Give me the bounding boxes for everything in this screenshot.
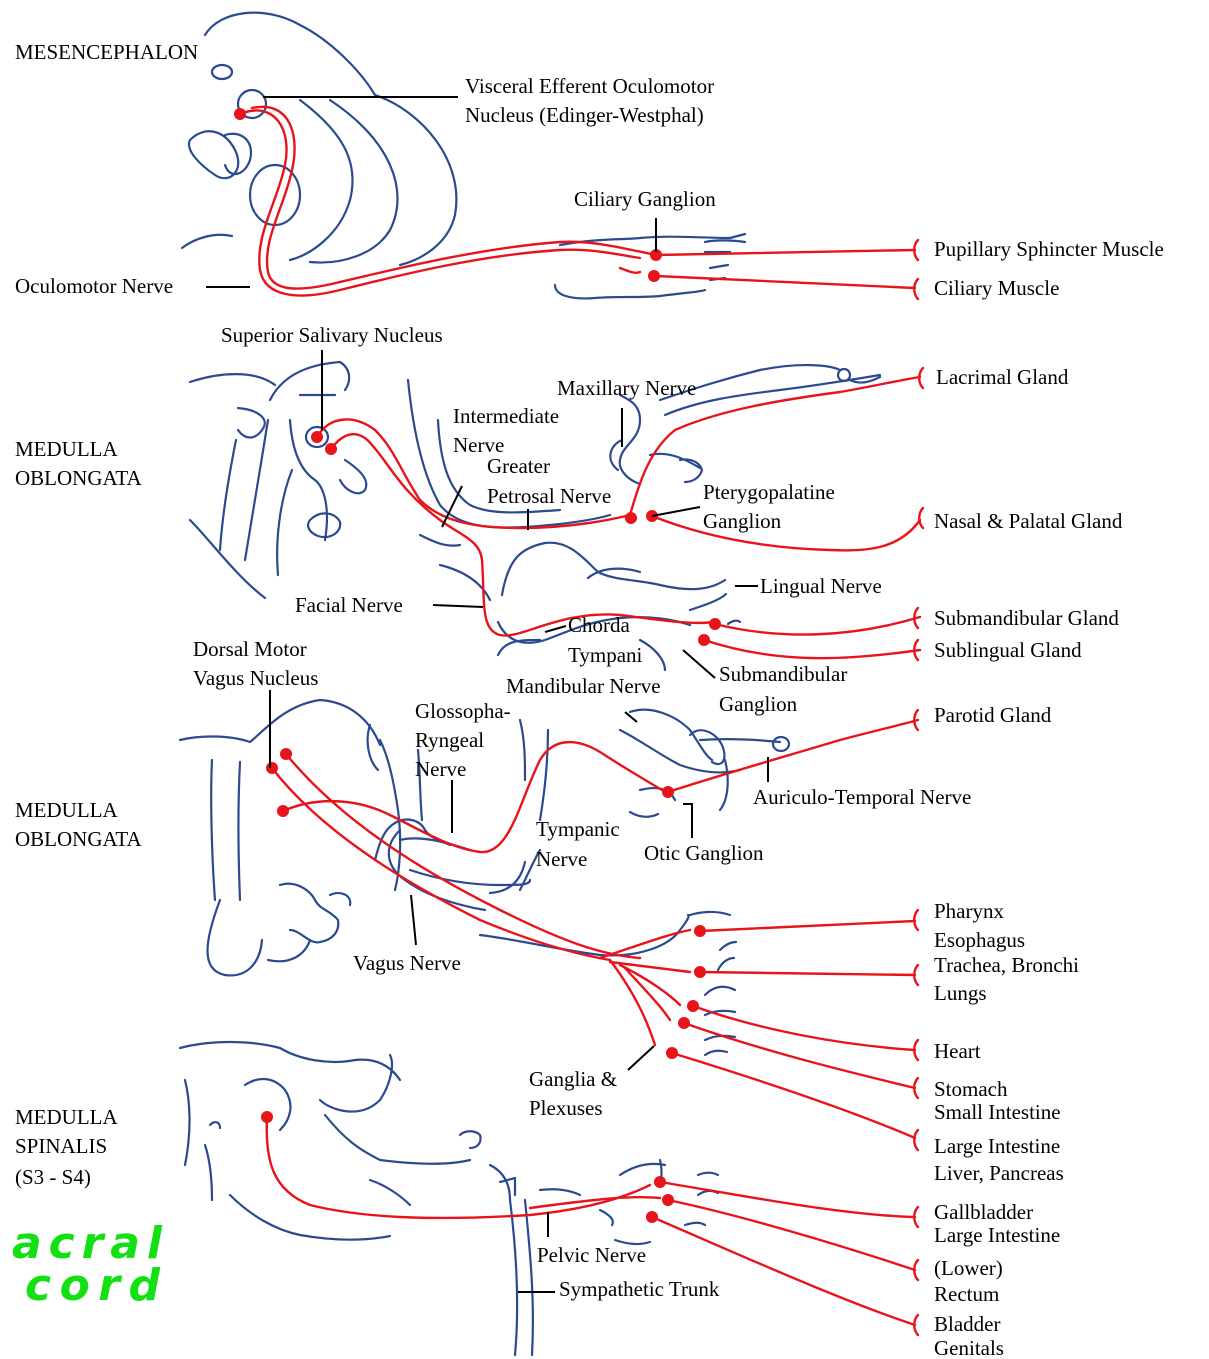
label-facial-nerve: Facial Nerve — [295, 593, 403, 617]
label-sympathetic-trunk: Sympathetic Trunk — [559, 1277, 720, 1301]
glossopharyngeal-nucleus-dot — [277, 805, 289, 817]
target-rectum: Rectum — [934, 1282, 999, 1306]
target-ciliary-muscle: Ciliary Muscle — [934, 276, 1059, 300]
facial-nucleus-dot — [325, 443, 337, 455]
dorsal-vagus-dot-left — [266, 762, 278, 774]
label-chorda-tympani-line2: Tympani — [568, 643, 643, 667]
label-tympanic-nerve-line2: Nerve — [536, 847, 587, 871]
vagus-ganglion-dot-5 — [666, 1047, 678, 1059]
target-small-intestine: Small Intestine — [934, 1100, 1061, 1124]
target-genitals: Genitals — [934, 1336, 1004, 1359]
region-mesencephalon: MESENCEPHALON — [15, 40, 198, 64]
region-medulla-spinalis-line1: MEDULLA — [15, 1105, 118, 1129]
pelvic-ganglion-dot-2 — [662, 1194, 674, 1206]
ciliary-ganglion-dot-lower — [648, 270, 660, 282]
vagus-ganglion-dot-2 — [694, 966, 706, 978]
superior-salivary-nucleus-dot — [311, 431, 323, 443]
label-dorsal-motor-vagus-line1: Dorsal Motor — [193, 637, 307, 661]
region-medulla-oblongata-1-line1: MEDULLA — [15, 437, 118, 461]
otic-ganglion-dot — [662, 786, 674, 798]
label-ciliary-ganglion: Ciliary Ganglion — [574, 187, 716, 211]
target-bladder: Bladder — [934, 1312, 1000, 1336]
region-medulla-oblongata-2-line2: OBLONGATA — [15, 827, 142, 851]
label-intermediate-nerve-line1: Intermediate — [453, 404, 559, 428]
region-medulla-spinalis-line2: SPINALIS — [15, 1134, 107, 1158]
label-pterygopalatine-line2: Ganglion — [703, 509, 782, 533]
label-greater-petrosal-line2: Petrosal Nerve — [487, 484, 611, 508]
label-glossopharyngeal-line1: Glossopha- — [415, 699, 511, 723]
label-chorda-tympani-line1: Chorda — [568, 613, 631, 637]
label-edinger-westphal-line1: Visceral Efferent Oculomotor — [465, 74, 714, 98]
target-parotid-gland: Parotid Gland — [934, 703, 1052, 727]
pelvic-ganglion-dot-1 — [654, 1176, 666, 1188]
target-gallbladder: Gallbladder — [934, 1200, 1033, 1224]
label-auriculo-temporal-nerve: Auriculo-Temporal Nerve — [753, 785, 971, 809]
region-medulla-spinalis-line3: (S3 - S4) — [15, 1165, 91, 1189]
target-large-intestine-2: Large Intestine — [934, 1223, 1060, 1247]
vagus-ganglion-dot-4 — [678, 1017, 690, 1029]
label-oculomotor-nerve: Oculomotor Nerve — [15, 274, 173, 298]
pterygopalatine-dot-left — [625, 512, 637, 524]
label-vagus-nerve: Vagus Nerve — [353, 951, 461, 975]
label-lingual-nerve: Lingual Nerve — [760, 574, 882, 598]
label-submandibular-ganglion-line2: Ganglion — [719, 692, 798, 716]
target-pharynx: Pharynx — [934, 899, 1004, 923]
handwritten-annotation: acral cord — [12, 1218, 163, 1311]
label-greater-petrosal-line1: Greater — [487, 454, 550, 478]
label-glossopharyngeal-line2: Ryngeal — [415, 728, 484, 752]
sacral-nucleus-dot — [261, 1111, 273, 1123]
label-dorsal-motor-vagus-line2: Vagus Nucleus — [193, 666, 318, 690]
label-glossopharyngeal-line3: Nerve — [415, 757, 466, 781]
label-maxillary-nerve: Maxillary Nerve — [557, 376, 696, 400]
label-submandibular-ganglion-line1: Submandibular — [719, 662, 847, 686]
target-lower: (Lower) — [934, 1256, 1003, 1280]
label-superior-salivary-nucleus: Superior Salivary Nucleus — [221, 323, 443, 347]
label-ganglia-plexuses-line1: Ganglia & — [529, 1067, 617, 1091]
vagus-ganglion-dot-3 — [687, 1000, 699, 1012]
label-tympanic-nerve-line1: Tympanic — [536, 817, 620, 841]
region-medulla-oblongata-2-line1: MEDULLA — [15, 798, 118, 822]
label-otic-ganglion: Otic Ganglion — [644, 841, 764, 865]
label-mandibular-nerve: Mandibular Nerve — [506, 674, 661, 698]
label-pterygopalatine-line1: Pterygopalatine — [703, 480, 835, 504]
target-sublingual-gland: Sublingual Gland — [934, 638, 1082, 662]
target-stomach: Stomach — [934, 1077, 1008, 1101]
edinger-westphal-nucleus-dot — [234, 108, 246, 120]
target-liver-pancreas: Liver, Pancreas — [934, 1161, 1064, 1185]
target-trachea-bronchi: Trachea, Bronchi — [934, 953, 1079, 977]
region-medulla-oblongata-1-line2: OBLONGATA — [15, 466, 142, 490]
nerve-pathways — [240, 107, 920, 1325]
label-ganglia-plexuses-line2: Plexuses — [529, 1096, 603, 1120]
target-esophagus: Esophagus — [934, 928, 1025, 952]
vagus-ganglion-dot-1 — [694, 925, 706, 937]
submandibular-dot-lower — [698, 634, 710, 646]
label-pelvic-nerve: Pelvic Nerve — [537, 1243, 646, 1267]
submandibular-dot-upper — [709, 618, 721, 630]
target-heart: Heart — [934, 1039, 981, 1063]
dorsal-vagus-dot-right — [280, 748, 292, 760]
pelvic-ganglion-dot-3 — [646, 1211, 658, 1223]
target-lacrimal-gland: Lacrimal Gland — [936, 365, 1069, 389]
target-pupillary-sphincter: Pupillary Sphincter Muscle — [934, 237, 1164, 261]
target-nasal-palatal-gland: Nasal & Palatal Gland — [934, 509, 1123, 533]
target-large-intestine-1: Large Intestine — [934, 1134, 1060, 1158]
target-submandibular-gland: Submandibular Gland — [934, 606, 1119, 630]
target-lungs: Lungs — [934, 981, 987, 1005]
label-edinger-westphal-line2: Nucleus (Edinger-Westphal) — [465, 103, 704, 127]
